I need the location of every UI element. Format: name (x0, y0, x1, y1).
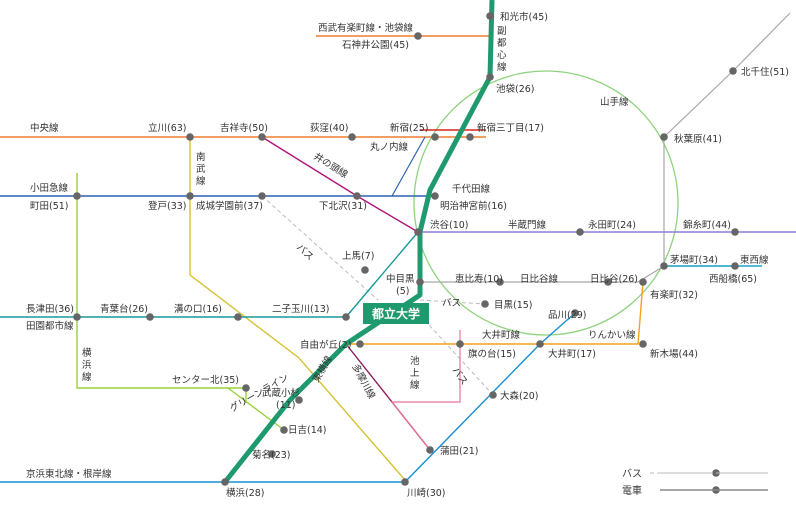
label-kawasaki: 川崎(30) (407, 487, 446, 499)
label-denen-line: 田園都市線 (26, 320, 74, 332)
label-nakameguro-min: (5) (396, 286, 409, 297)
label-kamiuma: 上馬(7) (342, 251, 374, 262)
label-chuo-line: 中央線 (30, 122, 59, 134)
label-jiyugaoka: 自由が丘(2) (300, 339, 351, 351)
station-labels: 和光市(45) 石神井公園(45) 池袋(26) 北千住(51) 立川(63) … (26, 11, 789, 499)
label-seijo: 成城学園前(37) (196, 200, 263, 212)
label-futako: 二子玉川(13) (272, 304, 330, 315)
legend-bus-label: バス (622, 468, 642, 480)
campus-label: 都立大学 (371, 306, 420, 321)
line-labels: 西武有楽町線・池袋線 副都心線 山手線 中央線 南武線 丸ノ内線 井の頭線 千代… (30, 22, 629, 415)
ikegami-line (390, 330, 461, 451)
label-shinkiba: 新木場(44) (650, 348, 698, 360)
label-wako: 和光市(45) (500, 11, 548, 23)
label-hanzomon-line: 半蔵門線 (508, 219, 547, 231)
label-seibu-line: 西武有楽町線・池袋線 (318, 22, 414, 34)
label-tamagawa-line: 多摩川線 (349, 362, 378, 402)
label-yokohama-line: 横浜線 (82, 347, 92, 383)
label-shinjuku: 新宿(25) (390, 122, 429, 134)
label-noborito: 登戸(33) (148, 201, 187, 212)
label-yamanote-line: 山手線 (600, 96, 629, 108)
label-fukutoshin-line: 副都心線 (497, 26, 507, 73)
yokohama-line (76, 173, 247, 403)
label-ebisu: 恵比寿(10) (455, 273, 503, 285)
campus-box: 都立大学 (363, 303, 429, 324)
label-hatanodai: 旗の台(15) (468, 348, 516, 360)
label-kinshicho: 錦糸町(44) (683, 219, 731, 231)
label-shibuya: 渋谷(10) (430, 219, 469, 231)
label-akihabara: 秋葉原(41) (674, 133, 722, 145)
label-mizonokuchi: 溝の口(16) (174, 303, 222, 315)
label-omori: 大森(20) (500, 390, 539, 402)
label-rinkai: りんかい線 (588, 329, 636, 341)
label-bus3: バス (450, 365, 470, 387)
label-meguro: 目黒(15) (494, 300, 533, 311)
label-kosugi-min: (11) (276, 400, 296, 411)
label-chiyoda-line: 千代田線 (452, 183, 491, 195)
label-tachikawa: 立川(63) (148, 122, 187, 134)
label-shinjuku3: 新宿三丁目(17) (477, 122, 544, 134)
label-ogikubo: 荻窪(40) (310, 122, 349, 134)
label-yurakucho: 有楽町(32) (650, 289, 698, 301)
label-nakameguro: 中目黒 (386, 273, 415, 285)
label-marunouchi-line: 丸ノ内線 (370, 141, 409, 153)
label-center: センター北(35) (172, 375, 239, 386)
label-ikebukuro: 池袋(26) (496, 83, 535, 95)
label-nanbu-line: 南武線 (196, 151, 206, 187)
label-machida: 町田(51) (30, 201, 69, 212)
label-bus2: バス (442, 298, 461, 309)
label-kibacho: 茅場町(34) (670, 254, 718, 266)
label-nagatsuta: 長津田(36) (26, 304, 74, 315)
label-aobadai: 青葉台(26) (100, 303, 148, 315)
label-hiyoshi: 日吉(14) (288, 425, 327, 436)
label-kitasenju: 北千住(51) (741, 66, 789, 78)
label-tozai-line: 東西線 (740, 254, 769, 266)
legend-train-label: 電車 (622, 484, 642, 497)
gray-lines (637, 12, 791, 283)
label-kikuna: 菊名(23) (252, 449, 291, 461)
label-toyoko-line: 東横線 (310, 353, 335, 384)
label-meiji: 明治神宮前(16) (440, 200, 507, 212)
label-odakyu: 小田急線 (30, 182, 69, 194)
label-shimokita: 下北沢(31) (319, 200, 367, 212)
chiyoda-line (391, 136, 426, 197)
label-yokohama: 横浜(28) (226, 487, 265, 499)
fukutoshin-toyoko-line (223, 0, 495, 484)
label-nagatacho: 永田町(24) (588, 219, 636, 231)
label-kichijoji: 吉祥寺(50) (220, 122, 268, 134)
label-ishigami: 石神井公園(45) (342, 39, 409, 51)
keihin-line (0, 312, 576, 483)
label-hibiya-line: 日比谷線 (520, 273, 559, 285)
yamanote-line (413, 70, 679, 336)
label-inokashira-line: 井の頭線 (311, 150, 350, 181)
label-oimachi-line: 大井町線 (482, 329, 521, 341)
label-kosugi: 武蔵小杉 (262, 387, 301, 399)
label-hibiya: 日比谷(26) (590, 273, 638, 285)
label-kamata: 蒲田(21) (440, 445, 479, 457)
label-nishifuna: 西船橋(65) (709, 273, 757, 285)
station-dots (73, 12, 739, 494)
bus-routes (261, 195, 765, 474)
label-oimachi: 大井町(17) (548, 348, 596, 360)
label-bus1: バス (294, 242, 315, 263)
label-ikegami-line: 池上線 (410, 355, 420, 391)
label-shinagawa: 品川(29) (548, 310, 587, 321)
label-keihin-line: 京浜東北線・根岸線 (26, 468, 112, 480)
